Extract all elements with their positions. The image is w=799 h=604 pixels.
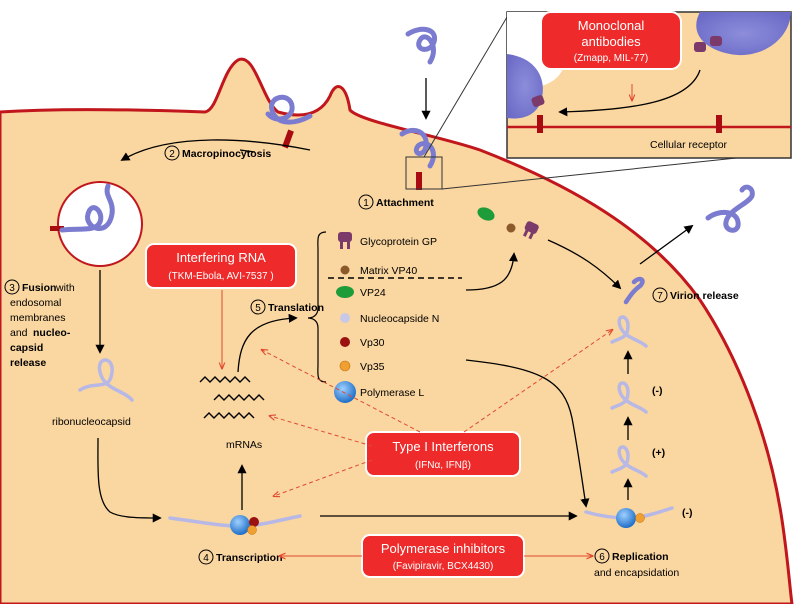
svg-text:6: 6 <box>599 552 605 563</box>
polymerase-l-legend-icon <box>334 381 356 403</box>
antibody-icon <box>531 95 545 107</box>
antibodies-title-2: antibodies <box>581 34 641 49</box>
svg-text:1: 1 <box>363 198 369 209</box>
svg-text:VP24: VP24 <box>360 287 386 299</box>
svg-text:release: release <box>10 357 46 369</box>
drug-box-interferons: Type I Interferons (IFNα, IFNβ) <box>365 431 521 477</box>
antibodies-sub: (Zmapp, MIL-77) <box>574 53 648 64</box>
incoming-virion <box>405 26 438 65</box>
macro-virion <box>265 94 313 125</box>
svg-text:capsid: capsid <box>10 342 43 354</box>
svg-text:7: 7 <box>657 291 663 302</box>
polymerase-l-icon <box>230 515 250 535</box>
svg-text:membranes: membranes <box>10 312 65 324</box>
attach-virion <box>399 128 436 169</box>
svg-text:nucleo-: nucleo- <box>33 327 71 339</box>
legend-item: Polymerase L <box>334 381 424 403</box>
svg-text:2: 2 <box>169 149 175 160</box>
svg-text:with: with <box>55 282 75 294</box>
ribonucleocapsid-label: ribonucleocapsid <box>52 416 131 428</box>
membrane-vp40 <box>506 223 516 233</box>
drug-box-polymerase: Polymerase inhibitors (Favipiravir, BCX4… <box>361 534 525 578</box>
matrix-vp40-icon <box>340 265 350 275</box>
replication-minus-label: (-) <box>682 507 693 519</box>
legend-item: Glycoprotein GP <box>338 232 437 249</box>
step-transcription: 4 Transcription <box>198 549 283 565</box>
step-replication: 6 Replication and encapsidation <box>594 548 679 579</box>
svg-text:Nucleocapside N: Nucleocapside N <box>360 313 439 325</box>
vp35-icon <box>247 525 257 535</box>
legend-brace <box>307 231 327 383</box>
svg-text:5: 5 <box>255 303 261 314</box>
rna-sub: (TKM-Ebola, AVI-7537 ) <box>168 271 273 282</box>
svg-text:and encapsidation: and encapsidation <box>594 567 679 579</box>
interferons-title: Type I Interferons <box>392 439 494 454</box>
drug-box-rna: Interfering RNA (TKM-Ebola, AVI-7537 ) <box>145 243 297 289</box>
svg-text:4: 4 <box>203 553 209 564</box>
genome-nucleocapsid <box>610 315 648 348</box>
svg-text:endosomal: endosomal <box>10 297 61 309</box>
svg-text:Transcription: Transcription <box>216 552 283 564</box>
step-fusion: 3 Fusion with endosomal membranes and nu… <box>4 279 75 369</box>
genome-minus <box>610 381 648 414</box>
svg-text:and: and <box>10 327 28 339</box>
svg-text:Macropinocytosis: Macropinocytosis <box>182 148 271 160</box>
polymerase-title: Polymerase inhibitors <box>381 541 506 556</box>
svg-text:3: 3 <box>9 283 15 294</box>
legend-item: Nucleocapside N <box>340 313 439 325</box>
legend: Glycoprotein GP Matrix VP40 VP24 Nucleoc… <box>334 232 439 403</box>
svg-text:Vp30: Vp30 <box>360 337 385 349</box>
legend-item: Vp35 <box>339 360 385 373</box>
cellular-receptor-label: Cellular receptor <box>650 139 728 151</box>
vp30-legend-icon <box>340 337 350 347</box>
svg-text:Virion release: Virion release <box>670 290 739 302</box>
legend-item: Vp30 <box>340 337 385 349</box>
nucleocapside-n-icon <box>340 313 350 323</box>
rna-title: Interfering RNA <box>176 250 266 265</box>
ribonucleocapsid-strand <box>78 358 134 402</box>
antibody-icon <box>694 36 722 52</box>
budding-virion <box>623 276 645 305</box>
svg-text:Translation: Translation <box>268 302 324 314</box>
svg-text:Replication: Replication <box>612 551 669 563</box>
released-virion <box>705 184 755 233</box>
cell-body <box>0 57 794 604</box>
svg-text:Matrix VP40: Matrix VP40 <box>360 265 417 277</box>
membrane-vp24 <box>477 207 495 221</box>
legend-item: VP24 <box>336 286 386 299</box>
mrnas-label: mRNAs <box>226 439 262 451</box>
vp30-icon <box>249 517 259 527</box>
genome-plus <box>610 445 648 478</box>
plus-label: (+) <box>652 447 665 459</box>
endosome-virion <box>59 183 115 233</box>
drug-box-antibodies: Monoclonal antibodies (Zmapp, MIL-77) <box>540 11 682 70</box>
step-translation: 5 Translation <box>250 299 324 315</box>
replication-polymerase-icon <box>616 508 636 528</box>
mrna-squiggles <box>199 376 265 419</box>
endosome-receptor <box>50 226 64 231</box>
svg-text:Fusion: Fusion <box>22 282 56 294</box>
svg-text:Glycoprotein GP: Glycoprotein GP <box>360 236 437 248</box>
minus-label: (-) <box>652 385 663 397</box>
glycoprotein-icon <box>338 232 352 249</box>
replication-vp35-icon <box>635 513 645 523</box>
step-attachment: 1 Attachment <box>358 194 434 210</box>
vp24-icon <box>336 286 354 298</box>
legend-item: Matrix VP40 <box>340 265 417 277</box>
membrane-glycoprotein <box>522 221 539 240</box>
svg-text:Attachment: Attachment <box>376 197 434 209</box>
interferons-sub: (IFNα, IFNβ) <box>415 460 471 471</box>
attach-receptor <box>416 172 422 190</box>
vp35-legend-icon <box>339 360 351 372</box>
polymerase-sub: (Favipiravir, BCX4430) <box>393 561 494 572</box>
antibodies-title-1: Monoclonal <box>578 18 645 33</box>
macro-receptor <box>282 129 294 149</box>
svg-text:Vp35: Vp35 <box>360 361 385 373</box>
step-release: 7 Virion release <box>652 287 739 303</box>
svg-text:Polymerase L: Polymerase L <box>360 387 424 399</box>
